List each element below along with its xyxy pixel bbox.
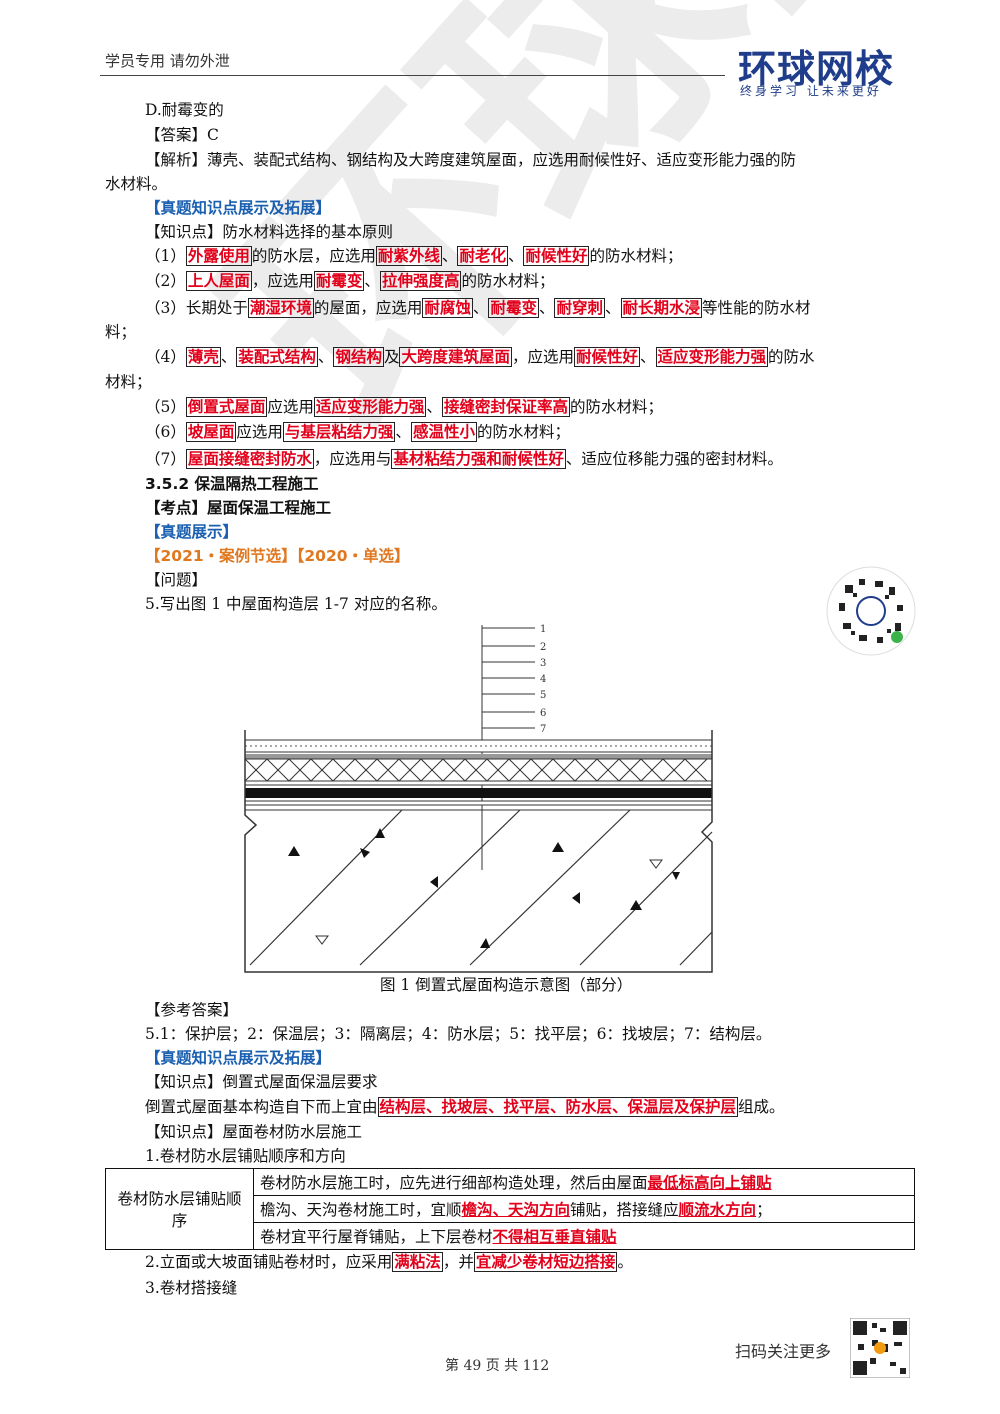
section-heading-2: 【真题知识点展示及拓展】 (145, 1049, 332, 1067)
paving-method: 2.立面或大坡面铺贴卷材时，应采用满粘法，并宜减少卷材短边搭接。 (145, 1252, 633, 1272)
layer-label-2: 2 (540, 642, 546, 653)
analysis: 【解析】薄壳、装配式结构、钢结构及大跨度建筑屋面，应选用耐候性好、适应变形能力强… (145, 151, 797, 169)
section-title: 3.5.2 保温隔热工程施工 (145, 475, 319, 493)
reference-answer-heading: 【参考答案】 (145, 1001, 239, 1019)
option-d: D.耐霉变的 (145, 101, 224, 119)
reference-answer: 5.1：保护层；2：保温层；3：隔离层；4：防水层；5：找平层；6：找坡层；7：… (145, 1025, 772, 1043)
rule-6: （6）坡屋面应选用与基层粘结力强、感温性小的防水材料； (145, 422, 570, 442)
layer-label-4: 4 (540, 674, 546, 685)
rule-7: （7）屋面接缝密封防水，应选用与基材粘结力强和耐候性好、适应位移能力强的密封材料… (145, 449, 783, 469)
knowledge-point-3: 【知识点】屋面卷材防水层施工 (145, 1123, 363, 1141)
table-row-2: 檐沟、天沟卷材施工时，宜顺檐沟、天沟方向铺贴，搭接缝应顺流水方向； (253, 1195, 915, 1223)
layer-label-5: 5 (540, 690, 546, 701)
rule-1: （1）外露使用的防水层，应选用耐紫外线、耐老化、耐候性好的防水材料； (145, 246, 683, 266)
wechat-qr-icon (826, 566, 916, 656)
layer-label-7: 7 (540, 724, 546, 735)
table-head-cell: 卷材防水层铺贴顺序 (105, 1168, 254, 1250)
footer-qr-text: 扫码关注更多 (735, 1342, 832, 1361)
rule-3-cont: 料； (105, 323, 137, 341)
brand-slogan: 终身学习 让未来更好 (740, 84, 882, 98)
question-text: 5.写出图 1 中屋面构造层 1-7 对应的名称。 (145, 595, 447, 613)
figure-caption: 图 1 倒置式屋面构造示意图（部分） (380, 976, 633, 994)
rule-2: （2）上人屋面，应选用耐霉变、拉伸强度高的防水材料； (145, 271, 555, 291)
table-row-3: 卷材宜平行屋脊铺贴，上下层卷材不得相互垂直铺贴 (253, 1222, 915, 1250)
section-heading: 【真题知识点展示及拓展】 (145, 199, 332, 217)
rule-4-cont: 材料； (105, 373, 152, 391)
footer-qr-icon (850, 1318, 910, 1378)
header-divider (100, 75, 725, 76)
subheading-1: 1.卷材防水层铺贴顺序和方向 (145, 1147, 346, 1165)
question-heading: 【问题】 (145, 571, 208, 589)
rule-5: （5）倒置式屋面应选用适应变形能力强、接缝密封保证率高的防水材料； (145, 397, 663, 417)
real-question-heading: 【真题展示】 (145, 523, 239, 541)
exam-point: 【考点】屋面保温工程施工 (145, 499, 332, 517)
table-row-1: 卷材防水层施工时，应先进行细部构造处理，然后由屋面最低标高向上铺贴 (253, 1168, 915, 1196)
paving-order-table: 卷材防水层铺贴顺序 卷材防水层施工时，应先进行细部构造处理，然后由屋面最低标高向… (105, 1168, 915, 1250)
exam-years: 【2021・案例节选】【2020・单选】 (145, 547, 410, 565)
header-left-text: 学员专用 请勿外泄 (105, 52, 230, 70)
inverted-roof-composition: 倒置式屋面基本构造自下而上宜由结构层、找坡层、找平层、防水层、保温层及保护层组成… (145, 1097, 785, 1117)
roof-diagram: 1 2 3 4 5 6 7 (244, 624, 713, 973)
layer-label-6: 6 (540, 708, 546, 719)
knowledge-point: 【知识点】防水材料选择的基本原则 (145, 223, 394, 241)
layer-label-3: 3 (540, 658, 546, 669)
brand-logo: 环球网校 (738, 47, 895, 91)
analysis-cont: 水材料。 (105, 175, 168, 193)
subheading-3: 3.卷材搭接缝 (145, 1279, 238, 1297)
knowledge-point-2: 【知识点】倒置式屋面保温层要求 (145, 1073, 378, 1091)
rule-3: （3）长期处于潮湿环境的屋面，应选用耐腐蚀、耐霉变、耐穿刺、耐长期水浸等性能的防… (145, 298, 811, 318)
page-number: 第 49 页 共 112 (445, 1358, 550, 1374)
rule-4: （4）薄壳、装配式结构、钢结构及大跨度建筑屋面，应选用耐候性好、适应变形能力强的… (145, 347, 815, 367)
layer-label-1: 1 (540, 624, 546, 635)
answer: 【答案】C (145, 126, 219, 144)
